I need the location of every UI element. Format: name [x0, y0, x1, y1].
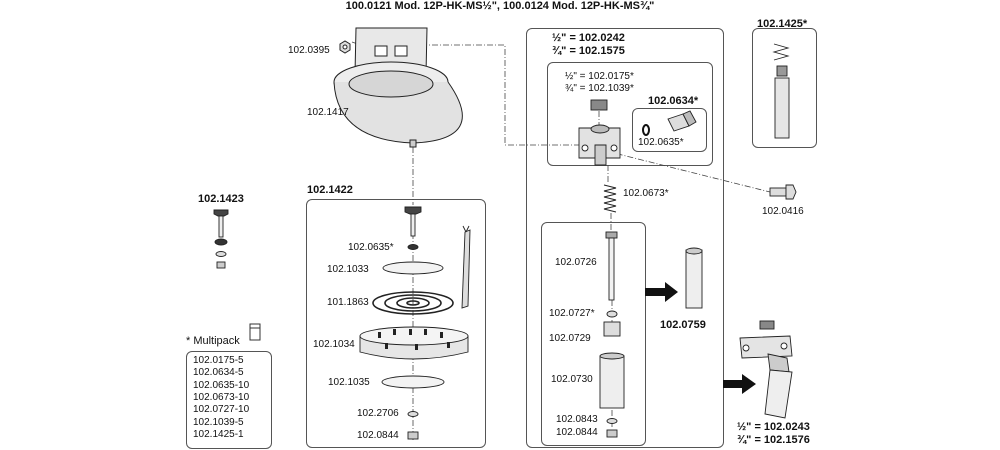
label-size-threequarter: ¾" = 102.1575 — [552, 45, 625, 57]
label-1422-item-2: 101.1863 — [327, 297, 369, 308]
label-nut-0395: 102.0395 — [288, 45, 330, 56]
label-tube-item-4: 102.0843 — [556, 414, 598, 425]
part-1422-drawing — [359, 206, 471, 440]
arrow-to-0759 — [645, 282, 678, 302]
valve-screw-drawing — [667, 110, 697, 132]
label-inner-threequarter: ¾" = 102.1039* — [565, 83, 634, 94]
label-assembly-half: ½" = 102.0243 — [737, 421, 810, 433]
label-tube-item-0: 102.0726 — [555, 257, 597, 268]
multipack-item-6: 102.1425-1 — [193, 429, 244, 440]
label-part-1422: 102.1422 — [307, 184, 353, 196]
tube-group-box — [541, 222, 646, 446]
label-1422-item-1: 102.1033 — [327, 264, 369, 275]
multipack-item-1: 102.0634-5 — [193, 367, 244, 378]
multipack-item-4: 102.0727-10 — [193, 404, 250, 415]
multipack-title: * Multipack — [186, 335, 240, 347]
label-bolt-0416: 102.0416 — [762, 206, 804, 217]
label-1422-item-5: 102.2706 — [357, 408, 399, 419]
label-tube-item-3: 102.0730 — [551, 374, 593, 385]
multipack-item-3: 102.0673-10 — [193, 392, 250, 403]
label-screw-0634: 102.0634* — [648, 95, 699, 107]
label-tube-item-2: 102.0729 — [549, 333, 591, 344]
multipack-item-0: 102.0175-5 — [193, 355, 244, 366]
multipack-box — [186, 351, 272, 449]
label-1422-item-0: 102.0635* — [348, 242, 394, 253]
label-1422-item-3: 102.1034 — [313, 339, 355, 350]
label-tube-item-1: 102.0727* — [549, 308, 595, 319]
diagram-title: 100.0121 Mod. 12P-HK-MS½", 100.0124 Mod.… — [345, 0, 655, 12]
multipack-icon — [249, 323, 261, 341]
part-1422-box — [306, 199, 486, 448]
valve-inner-box — [547, 62, 713, 166]
drinking-bowl — [333, 27, 463, 148]
arrow-to-assembly — [723, 374, 756, 394]
label-inner-half: ½" = 102.0175* — [565, 71, 634, 82]
part-1423-drawing — [213, 209, 229, 269]
label-result-0759: 102.0759 — [660, 319, 706, 331]
label-1422-item-4: 102.1035 — [328, 377, 370, 388]
label-tube-item-5: 102.0844 — [556, 427, 598, 438]
multipack-item-5: 102.1039-5 — [193, 417, 244, 428]
valve-body-drawing — [578, 99, 621, 166]
bolt-drawing — [769, 184, 797, 200]
label-part-1425: 102.1425* — [757, 18, 808, 30]
part-1425-box — [752, 28, 817, 148]
multipack-item-2: 102.0635-10 — [193, 380, 250, 391]
final-assembly-drawing — [739, 320, 793, 419]
part-1425-drawing — [772, 43, 790, 139]
label-oring-0635: 102.0635* — [638, 137, 684, 148]
spring-drawing — [603, 184, 617, 213]
label-part-1423: 102.1423 — [198, 193, 244, 205]
valve-group-box — [526, 28, 724, 448]
label-bowl-1417: 102.1417 — [307, 107, 349, 118]
screw-box — [632, 108, 707, 152]
label-assembly-threequarter: ¾" = 102.1576 — [737, 434, 810, 446]
label-spring-0673: 102.0673* — [623, 188, 669, 199]
label-size-half: ½" = 102.0242 — [552, 32, 625, 44]
label-1422-item-6: 102.0844 — [357, 430, 399, 441]
tube-group-drawing — [599, 231, 625, 438]
part-0759-drawing — [685, 247, 703, 309]
